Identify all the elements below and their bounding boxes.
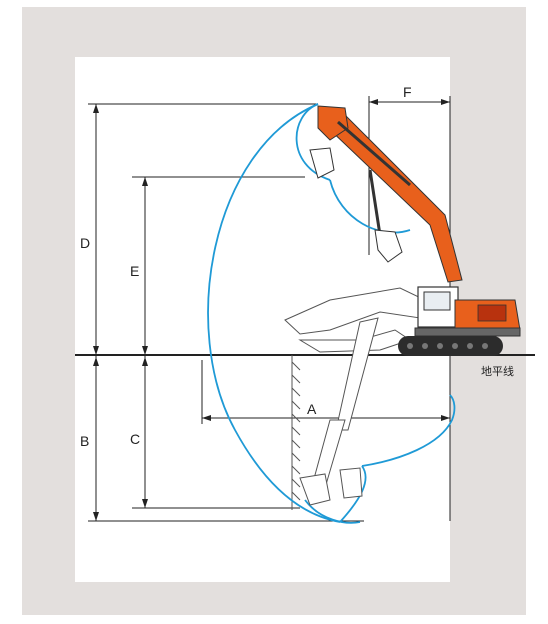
label-d: D	[80, 235, 90, 251]
excavator-body	[398, 286, 521, 356]
label-f: F	[403, 84, 412, 100]
label-e: E	[130, 263, 139, 279]
diagram-panel	[75, 57, 450, 582]
label-c: C	[130, 431, 140, 447]
excavator-raised	[309, 105, 463, 283]
label-a: A	[307, 401, 317, 417]
trench-wall	[291, 355, 301, 510]
excavator-outline	[284, 287, 426, 506]
dimension-lines	[88, 96, 451, 522]
working-envelope	[207, 103, 456, 524]
label-b: B	[80, 433, 89, 449]
dimension-arrows	[93, 99, 450, 521]
ground-label: 地平线	[481, 364, 514, 378]
